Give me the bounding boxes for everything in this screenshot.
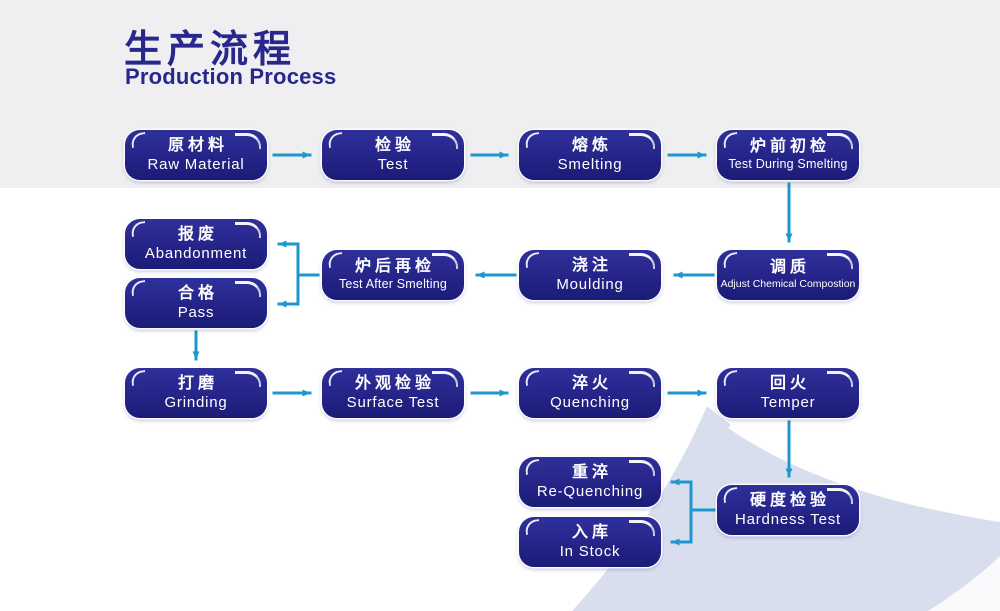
node-label-zh: 调质: [769, 259, 810, 277]
node-label-en: Smelting: [557, 155, 623, 173]
node-label-zh: 重淬: [571, 463, 612, 481]
page-title-en: Production Process: [125, 64, 337, 89]
node-label-zh: 熔炼: [571, 136, 612, 154]
node-raw-material: 原材料 Raw Material: [125, 130, 267, 180]
node-label-zh: 炉前初检: [749, 138, 830, 156]
node-label-zh: 检验: [374, 136, 415, 154]
node-label-zh: 报废: [177, 225, 218, 243]
node-label-zh: 回火: [769, 374, 810, 392]
node-surface-test: 外观检验 Surface Test: [322, 368, 464, 418]
node-label-zh: 淬火: [571, 374, 612, 392]
node-label-en: Moulding: [556, 275, 624, 293]
node-adjust-chemical: 调质 Adjust Chemical Compostion: [717, 250, 859, 300]
swoosh-corner-highlight: [928, 556, 1000, 611]
node-test-during-smelting: 炉前初检 Test During Smelting: [717, 130, 859, 180]
node-label-en: Test During Smelting: [728, 156, 848, 171]
node-label-en: Re-Quenching: [536, 482, 644, 500]
node-test-after-smelting: 炉后再检 Test After Smelting: [322, 250, 464, 300]
node-label-zh: 外观检验: [354, 374, 435, 392]
node-label-zh: 入库: [571, 523, 612, 541]
node-label-en: In Stock: [559, 542, 621, 560]
node-label-en: Pass: [177, 303, 215, 321]
node-label-zh: 浇注: [571, 256, 612, 274]
node-label-zh: 打磨: [177, 374, 218, 392]
node-label-en: Grinding: [164, 393, 228, 411]
node-test: 检验 Test: [322, 130, 464, 180]
node-label-en: Hardness Test: [734, 510, 841, 528]
node-smelting: 熔炼 Smelting: [519, 130, 661, 180]
node-re-quenching: 重淬 Re-Quenching: [519, 457, 661, 507]
node-abandonment: 报废 Abandonment: [125, 219, 267, 269]
node-label-en: Quenching: [550, 393, 630, 411]
node-label-en: Temper: [760, 393, 816, 411]
node-temper: 回火 Temper: [717, 368, 859, 418]
node-grinding: 打磨 Grinding: [125, 368, 267, 418]
node-label-en: Raw Material: [147, 155, 245, 173]
page-title-zh: 生产流程: [124, 29, 297, 71]
node-hardness-test: 硬度检验 Hardness Test: [717, 485, 859, 535]
node-label-zh: 硬度检验: [749, 491, 830, 509]
node-label-en: Adjust Chemical Compostion: [720, 278, 856, 291]
node-label-zh: 合格: [177, 284, 218, 302]
node-in-stock: 入库 In Stock: [519, 517, 661, 567]
node-label-zh: 炉后再检: [354, 258, 435, 276]
node-label-en: Abandonment: [144, 244, 248, 262]
node-label-en: Surface Test: [346, 393, 440, 411]
node-label-en: Test: [377, 155, 409, 173]
node-label-zh: 原材料: [167, 136, 228, 154]
node-moulding: 浇注 Moulding: [519, 250, 661, 300]
node-quenching: 淬火 Quenching: [519, 368, 661, 418]
node-label-en: Test After Smelting: [338, 276, 447, 291]
node-pass: 合格 Pass: [125, 278, 267, 328]
